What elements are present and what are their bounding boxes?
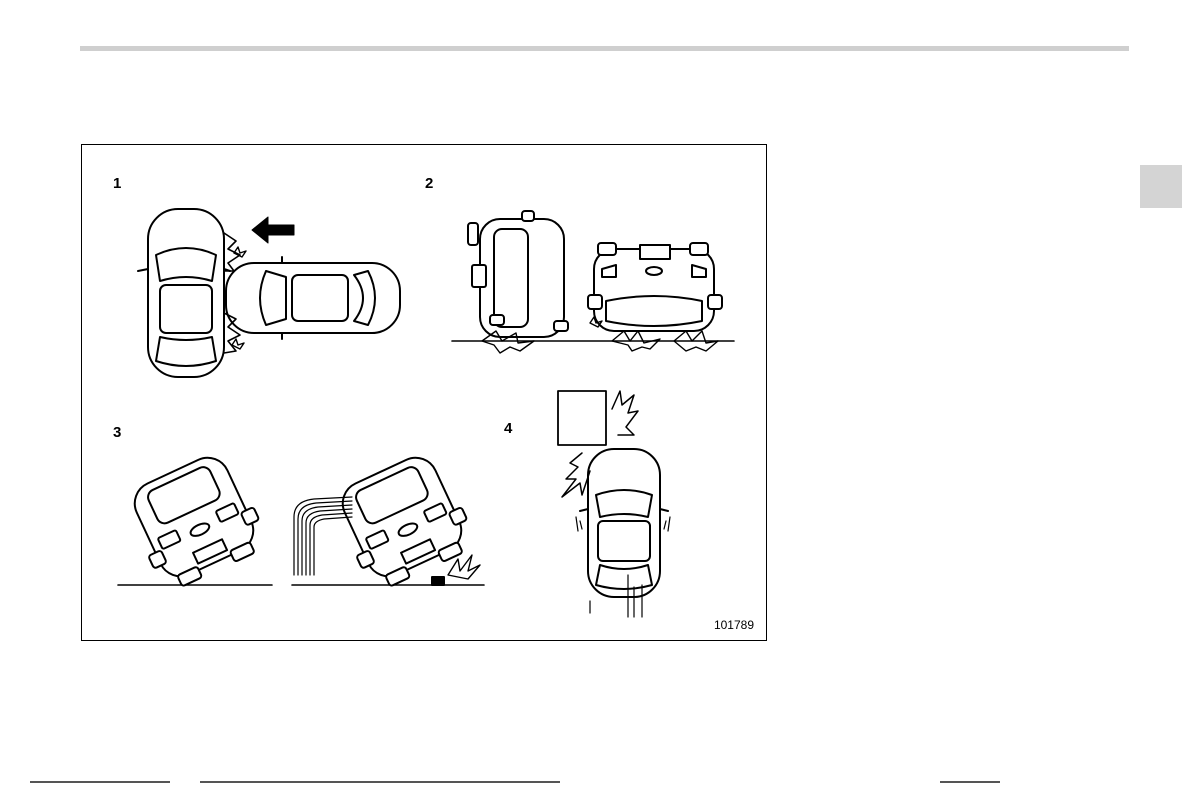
left-arrow-icon [252,217,294,243]
upside-car-body [594,249,714,331]
footer-rule-1 [30,781,170,783]
curb-impact-burst [448,555,480,579]
impact-burst-lower [224,313,240,353]
struck-car-windshield [156,248,216,281]
striking-car-roof [292,275,348,321]
panel-3-tilt-rollover [118,447,484,594]
striking-car-rear-window [354,271,375,325]
section-tab [1140,165,1182,208]
obstacle-block [558,391,606,445]
panel-4-frontal-offset [558,391,670,617]
header-rule [80,46,1129,51]
footer-rule-3 [940,781,1000,783]
figure-id: 101789 [714,618,754,632]
collision-types-figure: 1 2 3 4 [81,144,767,641]
striking-car-body [226,263,400,333]
impact-burst-upper [224,233,240,271]
footer-rule-2 [200,781,560,783]
struck-car-rear-window [156,337,216,366]
collision-illustrations [82,145,768,642]
striking-car-windshield [260,271,286,325]
panel-2-rollover [452,211,734,353]
struck-car-roof [160,285,212,333]
panel-1-side-impact [138,209,400,377]
